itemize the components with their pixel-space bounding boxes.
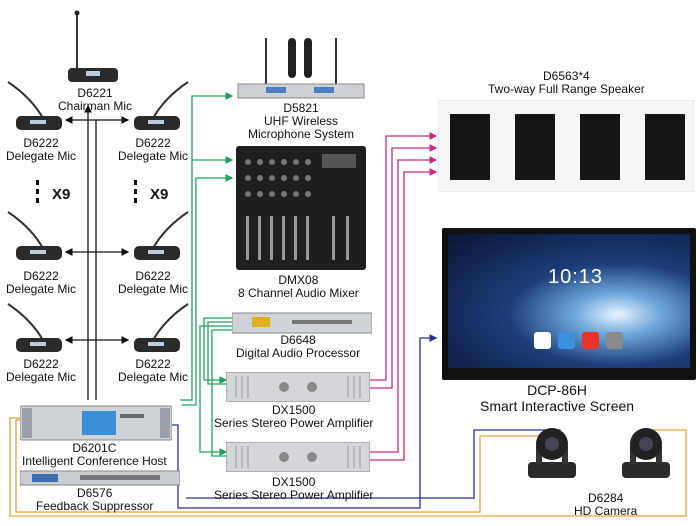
amp1-name: Series Stereo Power Amplifier (214, 416, 374, 430)
delegate-model: D6222 (135, 136, 171, 150)
amp2-model: DX1500 (272, 475, 316, 489)
wireless-name-2: Microphone System (248, 127, 355, 141)
screen-clock: 10:13 (548, 266, 604, 288)
ellipsis-dash-right (134, 180, 137, 206)
chairman-name: Chairman Mic (58, 99, 133, 113)
conference-host-image (20, 405, 172, 441)
magenta-speaker-lines (370, 132, 438, 461)
processor-model: D6648 (280, 333, 316, 347)
camera-image (528, 428, 576, 478)
feedback-suppressor-image (20, 470, 180, 486)
delegate-model: D6222 (135, 269, 171, 283)
wireless-model: D5821 (283, 101, 319, 115)
delegate-mic-image (134, 303, 189, 352)
interactive-screen: 10:13 (442, 228, 696, 380)
mixer-model: DMX08 (278, 273, 319, 287)
speaker-model: D6563*4 (543, 69, 590, 83)
suppressor-name: Feedback Suppressor (36, 499, 154, 513)
delegate-name: Delegate Mic (118, 370, 189, 384)
delegate-model: D6222 (23, 269, 59, 283)
delegate-name: Delegate Mic (6, 282, 77, 296)
power-amplifier-image (226, 372, 370, 402)
chairman-model: D6221 (77, 86, 113, 100)
wps-app-icon (582, 332, 599, 349)
host-name: Intelligent Conference Host (22, 454, 167, 468)
green-audio-lines (180, 92, 234, 457)
chairman-mic-label: D6221 Chairman Mic (58, 87, 132, 113)
host-model: D6201C (72, 441, 117, 455)
speaker-set-image (438, 100, 694, 192)
mixer-name: 8 Channel Audio Mixer (238, 286, 359, 300)
audio-processor-image (232, 312, 372, 334)
amp1-model: DX1500 (272, 403, 316, 417)
power-amplifier-image (226, 442, 370, 472)
delegate-mic-image (7, 211, 62, 260)
wireless-receiver-image (237, 38, 365, 99)
suppressor-model: D6576 (77, 486, 113, 500)
delegate-model: D6222 (135, 357, 171, 371)
mic-trunk-lines (64, 104, 130, 400)
ellipsis-dash-left (36, 180, 39, 206)
delegate-name: Delegate Mic (6, 149, 77, 163)
camera-image (622, 428, 670, 478)
screen-name: Smart Interactive Screen (480, 398, 635, 414)
repeat-label-left: X9 (52, 186, 71, 203)
wireless-name-1: UHF Wireless (264, 114, 339, 128)
audio-mixer-image (236, 146, 366, 270)
delegate-name: Delegate Mic (118, 149, 189, 163)
delegate-mic-image (7, 303, 62, 352)
more-apps-icon (606, 332, 623, 349)
amp2-name: Series Stereo Power Amplifier (214, 488, 374, 502)
delegate-name: Delegate Mic (6, 370, 77, 384)
whiteboard-app-icon (534, 332, 551, 349)
delegate-mic-image (134, 81, 189, 130)
easi-cast-app-icon (558, 332, 575, 349)
delegate-model: D6222 (23, 357, 59, 371)
repeat-label-right: X9 (150, 186, 169, 203)
delegate-mic-image (134, 211, 189, 260)
screen-model: DCP-86H (527, 382, 587, 398)
camera-name: HD Camera (574, 504, 638, 518)
delegate-name: Delegate Mic (118, 282, 189, 296)
processor-name: Digital Audio Processor (236, 346, 361, 360)
delegate-model: D6222 (23, 136, 59, 150)
camera-model: D6284 (587, 491, 624, 505)
speaker-name: Two-way Full Range Speaker (488, 82, 645, 96)
chairman-mic-image (68, 10, 118, 82)
delegate-mic-image (7, 81, 62, 130)
